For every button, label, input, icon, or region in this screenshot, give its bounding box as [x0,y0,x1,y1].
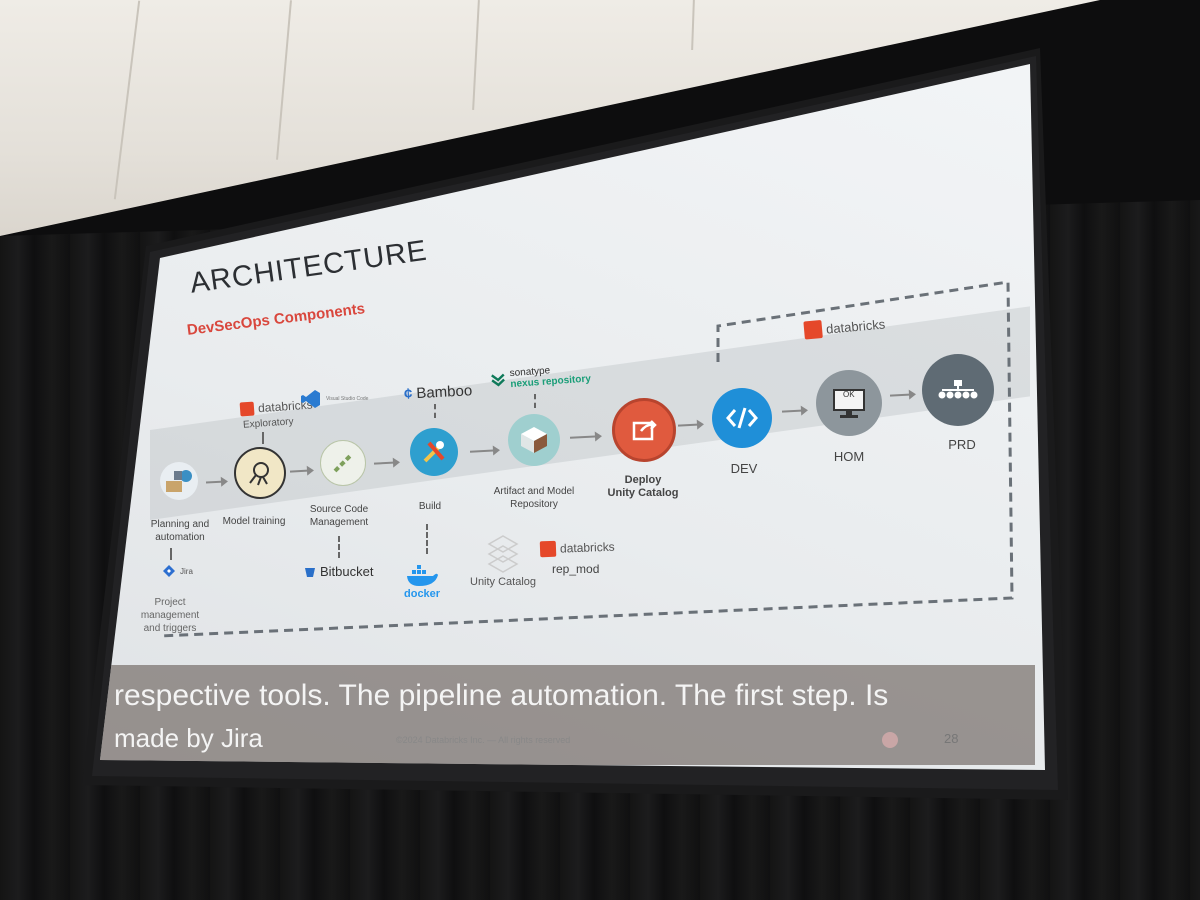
caption-line-1: respective tools. The pipeline automatio… [114,679,889,712]
databricks-icon [539,540,557,558]
jira-icon [163,565,175,577]
stage-label-deploy: Deploy Unity Catalog [607,474,679,499]
jira-label: Jira [180,566,193,576]
hom-screen-text: OK [843,390,855,399]
deploy-icon [612,398,676,462]
dashed-connector [262,432,264,444]
dev-environment-icon [712,388,772,448]
unity-catalog-icon [487,535,519,573]
stage-label-planning: Planning and automation [150,519,210,543]
stage-label-prd: PRD [948,437,976,452]
caption-line-2: made by Jira [114,723,263,753]
prd-environment-icon [922,354,994,426]
bitbucket-brand: Bitbucket [304,564,373,579]
sonatype-icon [491,373,505,387]
source-code-management-icon [320,440,366,486]
unity-catalog-label: Unity Catalog [470,576,537,588]
databricks-label: databricks [559,539,615,556]
vscode-brand: Visual Studio Code [300,388,368,410]
docker-icon [407,565,439,586]
databricks-brand-bottom: databricks [539,539,615,558]
docker-label: docker [404,588,441,600]
stage-label-artifact: Artifact and Model Repository [493,486,575,510]
docker-brand: docker [404,564,440,600]
vscode-label: Visual Studio Code [326,396,369,402]
slide-footer: ©2024 Databricks Inc. — All rights reser… [396,735,571,745]
slide-page-number: 28 [944,731,959,746]
rep-mod-label: rep_mod [552,562,600,576]
build-icon [410,428,458,476]
dashed-connector [534,394,536,408]
stage-label-scm: Source Code Management [309,504,369,528]
bamboo-icon: ¢ [403,385,413,403]
planning-automation-icon [160,462,198,500]
jira-brand: Jira [162,564,193,578]
stage-label-build: Build [418,501,442,512]
bitbucket-label: Bitbucket [320,564,374,579]
stage-label-model-training: Model training [222,516,286,527]
vscode-icon [301,390,320,408]
databricks-label: databricks [825,315,886,337]
live-caption-overlay: respective tools. The pipeline automatio… [100,665,1035,765]
unity-catalog-brand: Unity Catalog [470,534,536,588]
artifact-repository-icon [508,414,560,466]
hom-environment-icon [816,370,882,436]
bamboo-label: Bamboo [415,382,473,403]
dashed-connector [170,548,172,560]
sonatype-nexus-brand: sonatype nexus repository [489,363,591,392]
dashed-connector [434,404,436,418]
dashed-connector [426,524,428,554]
databricks-icon [239,401,255,417]
model-training-icon [234,447,286,499]
dashed-connector [338,536,340,558]
stage-label-dev: DEV [730,461,758,476]
databricks-footer-icon [882,732,898,748]
bitbucket-icon [305,567,315,577]
bamboo-brand: ¢ Bamboo [404,382,473,403]
stage-label-hom: HOM [833,449,865,464]
databricks-icon [803,320,823,340]
project-management-label: Project management and triggers [140,597,200,634]
